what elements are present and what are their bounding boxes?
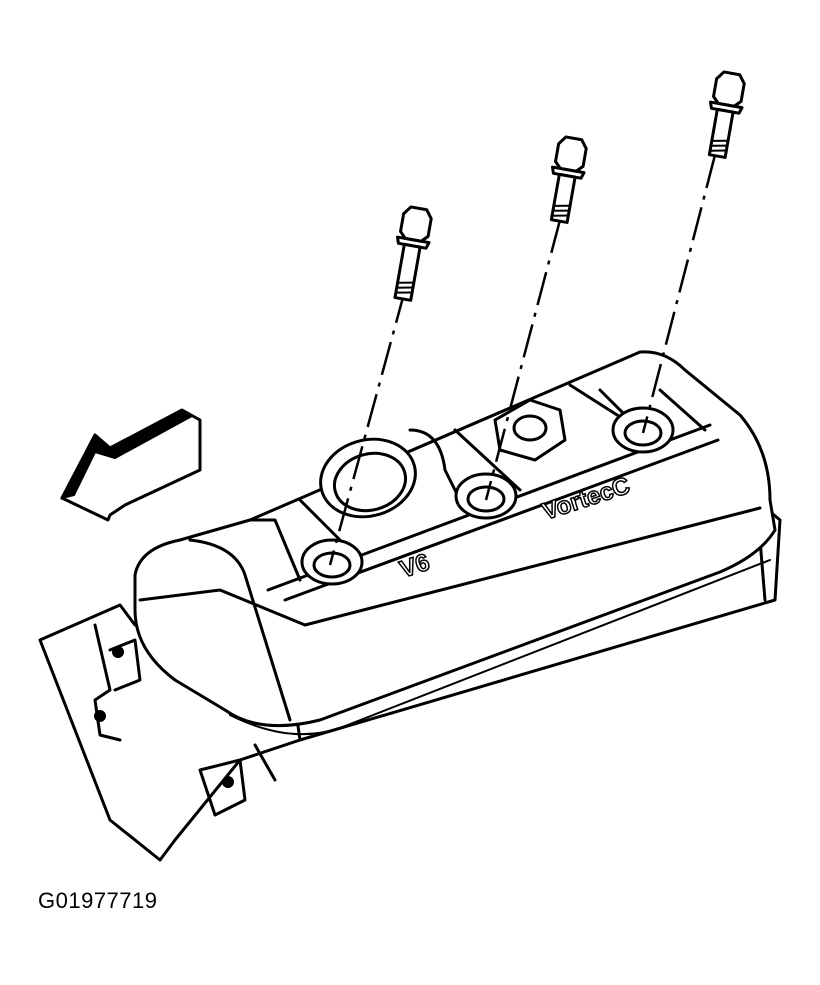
bolt-icon (707, 70, 746, 159)
engine-bracket (38, 598, 302, 862)
figure-id-label: G01977719 (38, 888, 158, 913)
bolt-icon (393, 205, 433, 302)
bolt-icon (549, 135, 588, 224)
bolt-alignment-lines (328, 154, 717, 566)
valve-cover (133, 350, 777, 736)
arrow-forward-icon (60, 408, 202, 522)
oil-filler-opening (319, 437, 417, 519)
